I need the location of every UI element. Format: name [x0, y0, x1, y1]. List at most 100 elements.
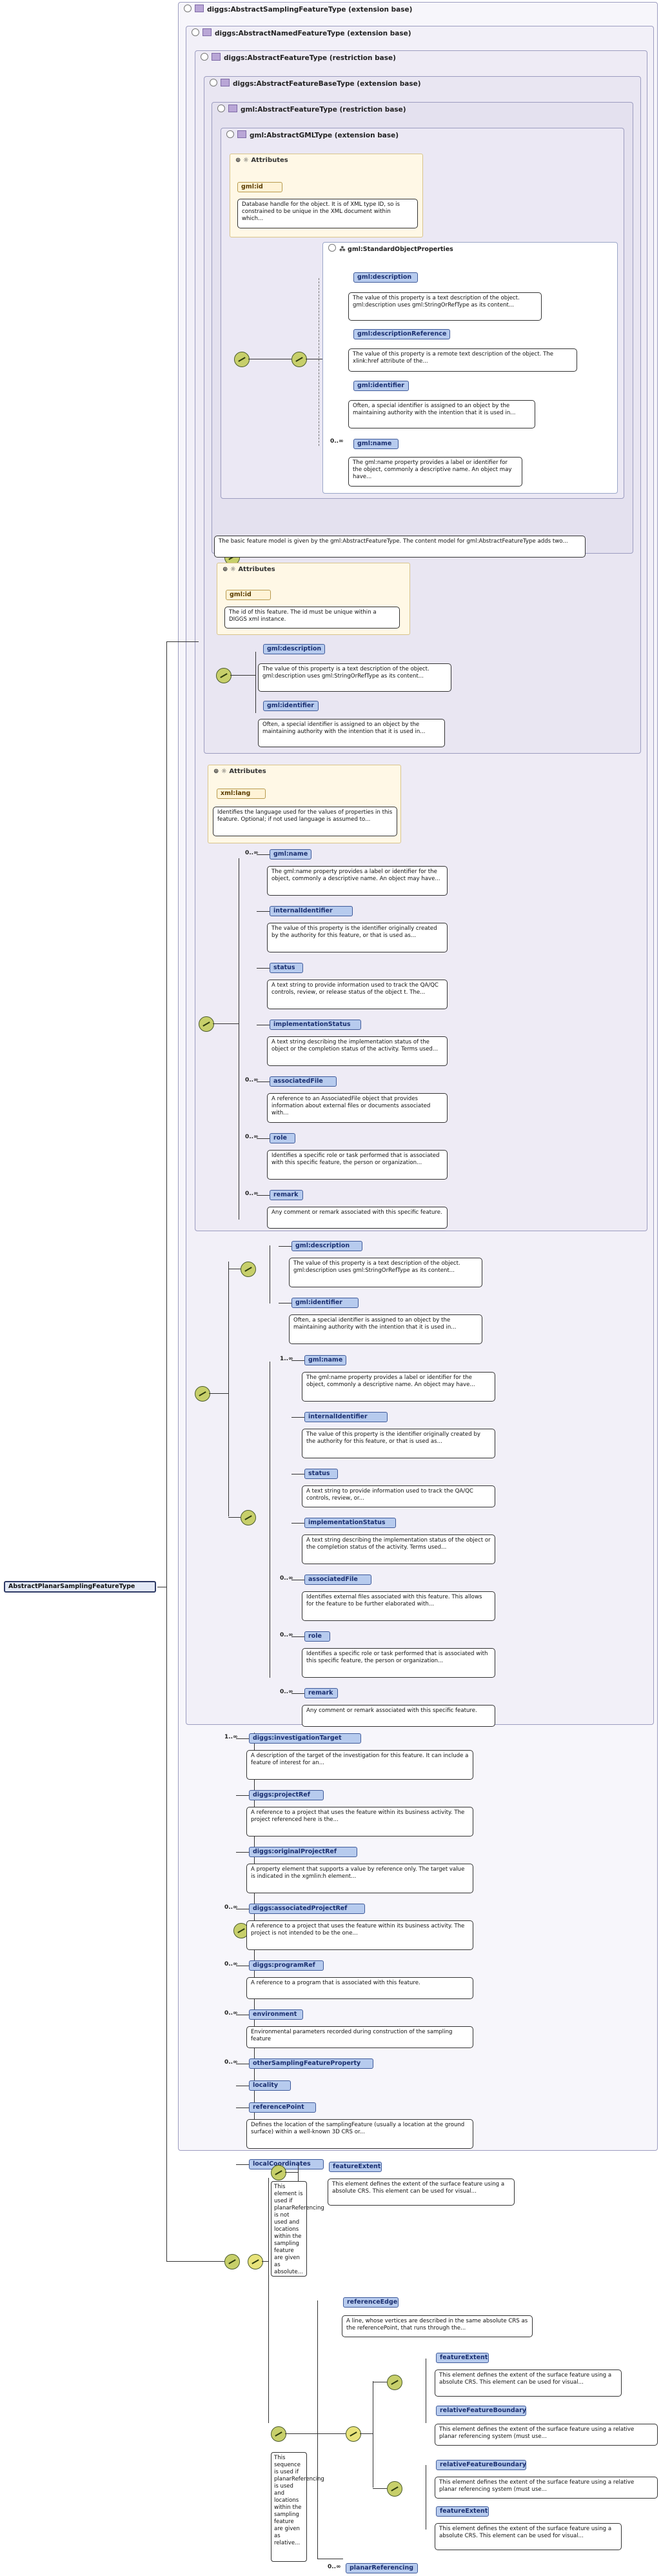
element-description: The value of this property is a text des…: [289, 1258, 482, 1287]
element-associatedfile[interactable]: associatedFile: [304, 1575, 371, 1585]
collapse-toggle-icon[interactable]: [217, 105, 225, 112]
collapse-toggle-icon[interactable]: [184, 5, 192, 12]
element-description: A reference to an AssociatedFile object …: [267, 1093, 448, 1123]
element-environment[interactable]: environment: [249, 2009, 304, 2020]
sequence-connector-icon[interactable]: [224, 2254, 240, 2269]
group-label: gml:StandardObjectProperties: [348, 246, 453, 253]
note-absolute-locations: This element is used if planarReferencin…: [271, 2181, 324, 2277]
element-diggs-projectref[interactable]: diggs:projectRef: [249, 1790, 324, 1800]
element-feature-extent-3[interactable]: featureExtent: [436, 2506, 489, 2517]
sequence-connector-icon[interactable]: [234, 352, 250, 367]
element-relative-feature-boundary-1[interactable]: relativeFeatureBoundary: [436, 2406, 526, 2416]
sequence-connector-icon[interactable]: [241, 1262, 256, 1277]
collapse-toggle-icon[interactable]: [201, 53, 208, 61]
element-description: Environmental parameters recorded during…: [246, 2026, 473, 2048]
element-description: Often, a special identifier is assigned …: [289, 1314, 482, 1344]
base-label: diggs:AbstractFeatureBaseType (extension…: [233, 80, 421, 88]
collapse-toggle-icon[interactable]: [226, 130, 234, 138]
sequence-connector-icon[interactable]: [291, 352, 307, 367]
element-planar-referencing[interactable]: planarReferencing: [346, 2563, 418, 2573]
collapse-toggle-icon[interactable]: [210, 79, 217, 86]
collapse-toggle-icon[interactable]: [328, 244, 336, 252]
desc-xml-lang: Identifies the language used for the val…: [213, 807, 397, 836]
element-role[interactable]: role: [270, 1133, 295, 1143]
element-description: A text string describing the implementat…: [302, 1535, 495, 1564]
element-gml-name[interactable]: gml:name: [270, 849, 312, 860]
element-diggs-investigationtarget[interactable]: diggs:investigationTarget: [249, 1733, 361, 1744]
element-gml-description-reference[interactable]: gml:descriptionReference: [353, 329, 450, 339]
element-gml-name[interactable]: gml:name: [304, 1355, 347, 1365]
sequence-connector-icon[interactable]: [195, 1386, 210, 1402]
element-internalidentifier[interactable]: internalIdentifier: [270, 906, 353, 916]
desc-feature-extent-2: This element defines the extent of the s…: [435, 2370, 622, 2397]
occurrence-label: 0..∞: [224, 1904, 238, 1911]
desc-gml-name: The gml:name property provides a label o…: [348, 457, 522, 487]
attributes-label: Attributes: [238, 566, 275, 573]
element-implementationstatus[interactable]: implementationStatus: [270, 1020, 361, 1030]
desc-relative-feature-boundary-1: This element defines the extent of the s…: [435, 2424, 658, 2446]
element-gml-description[interactable]: gml:description: [353, 272, 418, 283]
element-description: Any comment or remark associated with th…: [302, 1705, 495, 1727]
type-icon: [237, 130, 246, 138]
element-description: A description of the target of the inves…: [246, 1750, 473, 1780]
sequence-connector-icon[interactable]: [199, 1016, 214, 1032]
element-role[interactable]: role: [304, 1631, 330, 1642]
connector-line: [257, 968, 270, 969]
element-status[interactable]: status: [270, 963, 304, 973]
element-remark[interactable]: remark: [304, 1688, 339, 1698]
element-description: The gml:name property provides a label o…: [302, 1372, 495, 1402]
collapse-toggle-icon[interactable]: [192, 28, 199, 36]
connector-line: [291, 1360, 304, 1361]
sequence-connector-icon[interactable]: [271, 2426, 286, 2442]
element-internalidentifier[interactable]: internalIdentifier: [304, 1412, 388, 1422]
element-implementationstatus[interactable]: implementationStatus: [304, 1518, 396, 1528]
element-referencepoint[interactable]: referencePoint: [249, 2102, 316, 2113]
base-label: gml:AbstractGMLType (extension base): [250, 132, 399, 139]
element-abstract-planar-sampling-feature-type[interactable]: AbstractPlanarSamplingFeatureType: [4, 1581, 156, 1593]
sequence-connector-icon[interactable]: [241, 1510, 256, 1525]
desc-reference-edge: A line, whose vertices are described in …: [342, 2315, 533, 2337]
attributes-label: Attributes: [229, 768, 266, 775]
sequence-connector-icon[interactable]: [387, 2375, 402, 2390]
sequence-connector-icon[interactable]: [216, 668, 232, 683]
element-description: Identifies a specific role or task perfo…: [302, 1648, 495, 1678]
element-othersamplingfeatureproperty[interactable]: otherSamplingFeatureProperty: [249, 2058, 374, 2069]
connector-line: [236, 1852, 249, 1853]
element-reference-edge[interactable]: referenceEdge: [343, 2297, 399, 2308]
choice-connector-icon[interactable]: [248, 2254, 263, 2269]
element-description: The value of this property is the identi…: [302, 1429, 495, 1458]
occurrence-label: 0..∞: [245, 1191, 259, 1197]
element-gml-identifier[interactable]: gml:identifier: [291, 1298, 359, 1308]
element-diggs-programref[interactable]: diggs:programRef: [249, 1960, 324, 1971]
sequence-connector-icon[interactable]: [271, 2165, 286, 2180]
element-feature-extent-1[interactable]: featureExtent: [329, 2162, 382, 2172]
desc-fb-gml-identifier: Often, a special identifier is assigned …: [258, 719, 445, 747]
occurrence-label: 0..∞: [280, 1689, 293, 1695]
element-status[interactable]: status: [304, 1469, 339, 1479]
element-remark[interactable]: remark: [270, 1190, 304, 1200]
attr-feature-gml-id[interactable]: gml:id: [226, 590, 271, 600]
element-localcoordinates[interactable]: localCoordinates: [249, 2159, 324, 2169]
note-relative-locations: This sequence is used if planarReferenci…: [271, 2452, 324, 2562]
choice-connector-icon[interactable]: [346, 2426, 361, 2442]
element-diggs-originalprojectref[interactable]: diggs:originalProjectRef: [249, 1847, 357, 1857]
attr-gml-id[interactable]: gml:id: [237, 182, 282, 192]
element-fb-gml-description[interactable]: gml:description: [263, 644, 325, 654]
element-relative-feature-boundary-2[interactable]: relativeFeatureBoundary: [436, 2460, 526, 2470]
base-label: diggs:AbstractSamplingFeatureType (exten…: [207, 6, 413, 14]
occurrence-label: 0..∞: [245, 850, 259, 856]
element-gml-identifier[interactable]: gml:identifier: [353, 381, 409, 391]
type-icon: [202, 28, 212, 36]
element-fb-gml-identifier[interactable]: gml:identifier: [263, 701, 319, 711]
attr-xml-lang[interactable]: xml:lang: [217, 789, 266, 799]
element-feature-extent-2[interactable]: featureExtent: [436, 2353, 489, 2363]
connector-line: [257, 1138, 270, 1139]
element-diggs-associatedprojectref[interactable]: diggs:associatedProjectRef: [249, 1904, 366, 1914]
element-associatedfile[interactable]: associatedFile: [270, 1076, 337, 1087]
element-gml-description[interactable]: gml:description: [291, 1241, 362, 1251]
element-locality[interactable]: locality: [249, 2080, 291, 2091]
sequence-connector-icon[interactable]: [387, 2481, 402, 2497]
element-description: Defines the location of the samplingFeat…: [246, 2119, 473, 2149]
connector-line: [257, 854, 270, 855]
element-gml-name[interactable]: gml:name: [353, 439, 399, 449]
